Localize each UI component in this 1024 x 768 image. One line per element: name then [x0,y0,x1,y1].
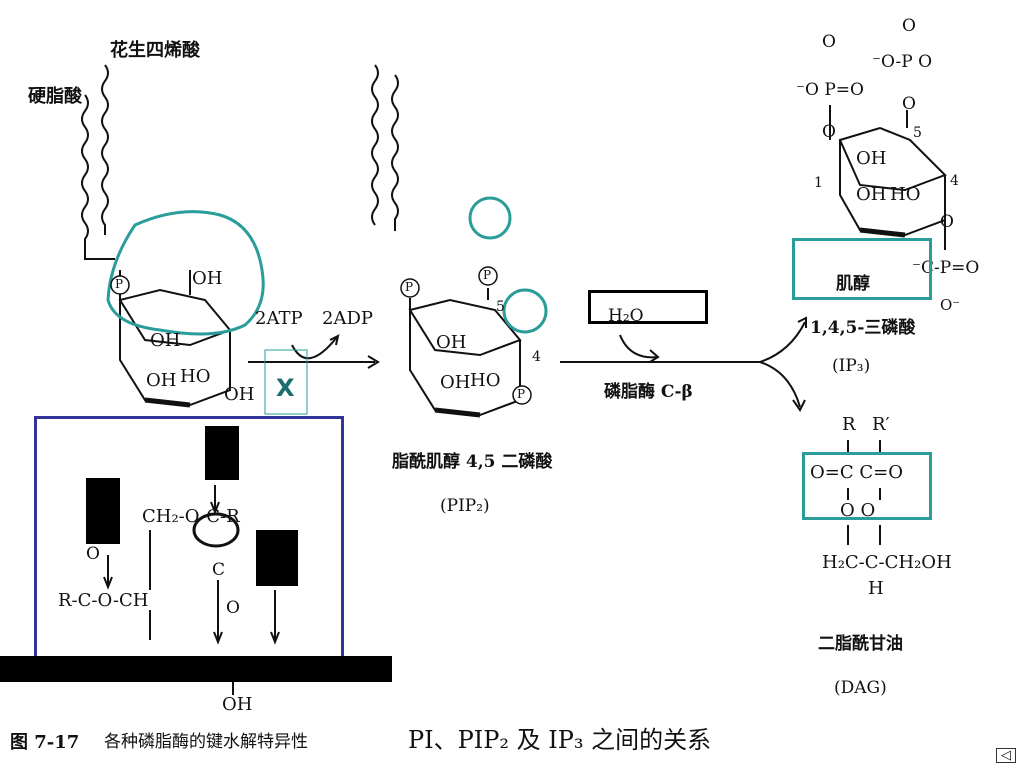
h2o-curve [619,334,659,359]
ip3-oh-low: OH [856,184,887,205]
ip3-o-top: O [902,16,916,36]
redaction-bar [0,656,392,682]
ip3-num4: 4 [950,173,959,189]
back-nav-button[interactable]: ◁ [996,748,1016,763]
adp-label: 2ADP [322,308,373,329]
h2o-box [588,290,708,324]
stearic-chain [81,94,115,260]
pl-oh: OH [222,694,253,715]
h2o-label: H₂O [608,306,644,326]
figure-number: 图 7-17 [10,732,80,753]
teal-freehand-loop [106,210,265,336]
p-label-pi: P [115,277,124,291]
teal-circle-2 [502,288,548,334]
ip3-num1: 1 [814,175,823,191]
pl-o2: O [86,544,100,564]
pip2-num4: 4 [532,349,541,365]
dag-box [802,452,932,520]
redaction-block-2 [86,478,120,544]
arachidonic-chain [101,64,109,235]
figure-caption: 各种磷脂酶的键水解特异性 [104,732,308,752]
pi-oh-low: OH [146,370,177,391]
dag-abbr: (DAG) [834,678,887,698]
dag-o: O O [840,500,876,521]
pip2-chain-1 [371,64,379,226]
ip3-op-left: ⁻O P=O [796,80,864,100]
pl-o3: O [226,598,240,618]
pip2-name: 脂酰肌醇 4,5 二磷酸 [392,452,553,472]
inositol-box [792,238,932,300]
ip3-num5: 5 [913,125,922,141]
ip3-op-top: ⁻O-P O [872,52,933,72]
x-mark: X [276,374,295,402]
p-label-pip2-4: P [517,387,526,401]
pip2-num5: 5 [496,299,505,315]
ip3-o-right: O [902,94,916,114]
ip3-abbr: (IP₃) [832,356,871,376]
inositol-label: 肌醇 [836,274,870,294]
ip3-ominus: O⁻ [940,296,961,314]
p-label-pip2-5: P [483,268,492,282]
ip3-o-left2: O [822,122,836,142]
teal-circle-1 [468,196,512,240]
dag-co: O=C C=O [810,462,903,483]
pip2-ho: HO [470,370,501,391]
enzyme-label: 磷脂酶 C-β [604,382,693,402]
pip2-oh-low: OH [440,372,471,393]
pl-row2: R-C-O-CH [58,590,149,611]
arachidonic-label: 花生四烯酸 [110,40,200,61]
pi-oh-right: OH [224,384,255,405]
teal-x-box [264,349,308,415]
pl-row1: CH₂-O-C-R [142,506,240,527]
dag-chain: H₂C-C-CH₂OH [822,552,952,573]
ip3-cp: ⁻C-P=O [912,258,980,278]
dag-r2: R′ [872,414,890,435]
pip2-chain-2 [391,74,399,231]
ip3-ho: HO [890,184,921,205]
pip2-abbr: (PIP₂) [440,496,490,516]
ip3-o-left: O [822,32,836,52]
dag-r: R [842,414,856,435]
relation-caption: PI、PIP₂ 及 IP₃ 之间的关系 [408,726,712,754]
branch-up [759,321,806,363]
black-ellipse [192,512,240,548]
pi-oh-mid: OH [150,330,181,351]
pip2-oh-mid: OH [436,332,467,353]
pi-oh-top: OH [192,268,223,289]
dag-h: H [868,578,884,599]
stearic-label: 硬脂酸 [28,86,82,107]
dag-name: 二脂酰甘油 [818,634,903,654]
ip3-name: 1,4,5-三磷酸 [810,318,916,338]
pl-c: C [212,560,226,580]
redaction-block-3 [256,530,298,586]
redaction-block-1 [205,426,239,480]
ip3-o-right2: O [940,212,954,232]
ip3-oh-mid: OH [856,148,887,169]
pi-ho: HO [180,366,211,387]
p-label-pip2-1: P [405,280,414,294]
atp-label: 2ATP [255,308,303,329]
branch-down [759,361,801,408]
